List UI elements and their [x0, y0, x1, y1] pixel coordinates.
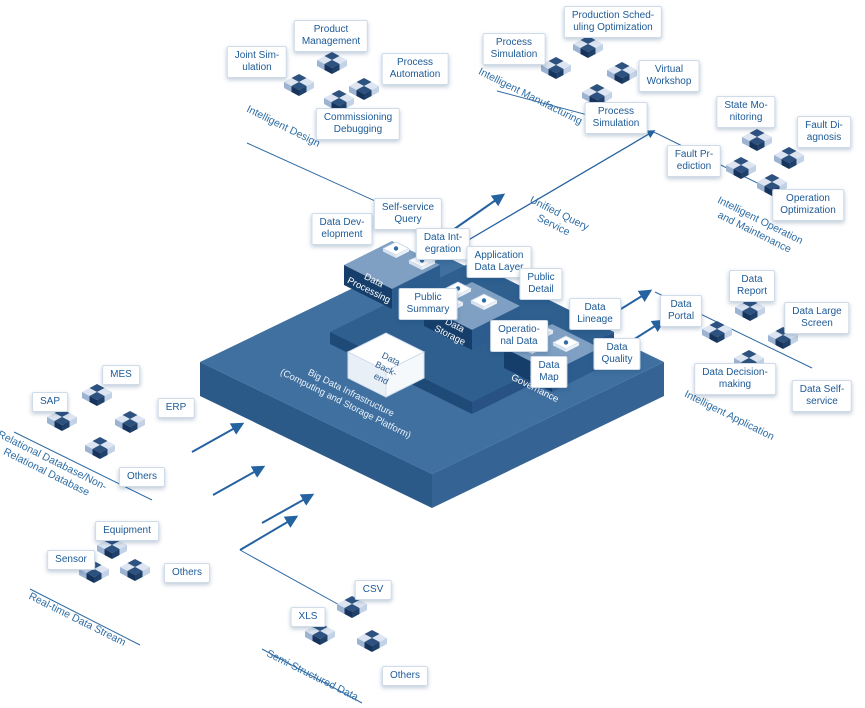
- node-stream-others: Others: [163, 563, 211, 583]
- node-semi-others: Others: [381, 666, 429, 686]
- cubes-icon: [85, 437, 115, 459]
- node-operation-optimization: Operation Optimization: [772, 189, 844, 221]
- cubes-icon: [742, 129, 772, 151]
- cubes-icon: [47, 409, 77, 431]
- node-sensor: Sensor: [47, 550, 95, 570]
- node-db-others: Others: [118, 467, 166, 487]
- node-fault-diagnosis: Fault Di- agnosis: [797, 116, 851, 148]
- node-production-scheduling: Production Sched- uling Optimization: [563, 6, 663, 38]
- node-sap: SAP: [31, 392, 69, 412]
- node-data-lineage: Data Lineage: [569, 298, 621, 330]
- cubes-icon: [607, 62, 637, 84]
- data-backend-cube: [346, 332, 426, 398]
- node-fault-prediction: Fault Pr- ediction: [666, 145, 722, 177]
- node-self-service-query: Self-service Query: [373, 198, 443, 230]
- cubes-icon: [357, 630, 387, 652]
- node-data-development: Data Dev- elopment: [311, 213, 373, 245]
- cubes-icon: [349, 78, 379, 100]
- node-data-quality: Data Quality: [593, 338, 641, 370]
- cubes-icon: [726, 157, 756, 179]
- cubes-icon: [774, 147, 804, 169]
- node-mes: MES: [102, 365, 140, 385]
- node-product-management: Product Management: [293, 20, 369, 52]
- node-state-monitoring: State Mo- nitoring: [716, 96, 776, 128]
- node-data-portal: Data Portal: [659, 295, 703, 327]
- cubes-icon: [120, 559, 150, 581]
- node-data-decision-making: Data Decision- making: [694, 363, 776, 395]
- node-data-integration: Data Int- egration: [415, 228, 471, 260]
- node-csv: CSV: [354, 580, 392, 600]
- node-process-simulation-bottom: Process Simulation: [584, 102, 648, 134]
- cubes-icon: [541, 57, 571, 79]
- node-data-large-screen: Data Large Screen: [784, 302, 850, 334]
- node-data-report: Data Report: [728, 270, 776, 302]
- node-process-automation: Process Automation: [381, 53, 449, 85]
- node-public-summary: Public Summary: [398, 288, 458, 320]
- node-equipment: Equipment: [95, 521, 159, 541]
- cubes-icon: [284, 74, 314, 96]
- node-operational-data: Operatio- nal Data: [490, 320, 548, 352]
- node-commissioning-debugging: Commissioning Debugging: [315, 108, 401, 140]
- node-joint-simulation: Joint Sim- ulation: [226, 46, 288, 78]
- node-public-detail: Public Detail: [519, 268, 563, 300]
- flow-arrows: [191, 130, 666, 551]
- node-xls: XLS: [290, 607, 326, 627]
- node-data-self-service: Data Self- service: [791, 380, 853, 412]
- cubes-icon: [735, 299, 765, 321]
- node-process-simulation-left: Process Simulation: [482, 33, 546, 65]
- cubes-icon: [115, 411, 145, 433]
- cubes-icon: [82, 384, 112, 406]
- node-virtual-workshop: Virtual Workshop: [638, 60, 700, 92]
- cubes-icon: [573, 36, 603, 58]
- node-data-map: Data Map: [530, 356, 568, 388]
- node-erp: ERP: [157, 398, 195, 418]
- cubes-icon: [702, 321, 732, 343]
- cubes-icon: [317, 52, 347, 74]
